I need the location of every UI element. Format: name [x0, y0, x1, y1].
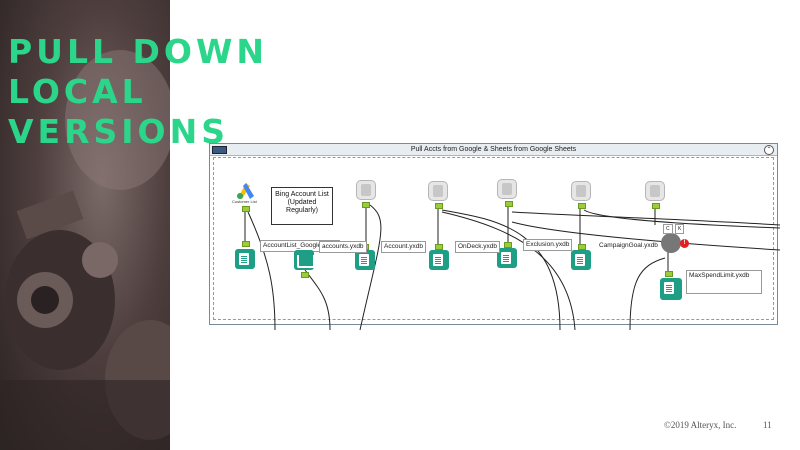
slide-title: PULL DOWN LOCAL VERSIONS	[8, 32, 268, 152]
output-data-icon[interactable]	[660, 278, 682, 300]
input-data-icon[interactable]	[428, 181, 448, 201]
input-data-icon[interactable]	[645, 181, 665, 201]
output-anchor[interactable]	[652, 203, 660, 209]
output-label: Account.yxdb	[381, 241, 427, 253]
input-data-icon[interactable]	[356, 180, 376, 200]
output-label: OnDeck.yxdb	[455, 241, 501, 253]
tool-marker-k: K	[675, 224, 685, 234]
input-data-icon[interactable]	[497, 179, 517, 199]
output-data-icon[interactable]	[571, 250, 591, 270]
output-anchor[interactable]	[435, 203, 443, 209]
comment-tool[interactable]: Bing Account List (Updated Regularly)	[271, 187, 333, 225]
output-anchor[interactable]	[362, 202, 370, 208]
collapse-icon[interactable]: ⌃	[764, 145, 774, 155]
browse-tool-icon[interactable]	[294, 250, 315, 270]
google-ads-icon[interactable]	[235, 180, 257, 200]
output-anchor[interactable]	[505, 201, 513, 207]
input-data-icon[interactable]	[571, 181, 591, 201]
title-line: LOCAL	[8, 72, 147, 111]
background-photo	[0, 0, 170, 450]
output-label: MaxSpendLimit.yxdb	[686, 270, 762, 294]
input-anchor[interactable]	[578, 244, 586, 250]
tool-marker-c: C	[663, 224, 673, 234]
container-title-bar[interactable]: Pull Accts from Google & Sheets from Goo…	[210, 144, 777, 156]
output-label: Exclusion.yxdb	[523, 239, 573, 251]
google-sheets-output-icon[interactable]	[661, 233, 681, 253]
workflow-container[interactable]: Pull Accts from Google & Sheets from Goo…	[209, 143, 778, 325]
output-anchor[interactable]	[301, 272, 309, 278]
input-anchor[interactable]	[435, 244, 443, 250]
page-number: 11	[763, 420, 772, 430]
container-icon	[212, 146, 227, 154]
output-data-icon[interactable]	[497, 248, 517, 268]
output-label: CampaignGoal.yxdb	[599, 242, 658, 249]
output-anchor[interactable]	[242, 206, 250, 212]
output-label: accounts.yxdb	[319, 241, 367, 253]
title-line: PULL DOWN	[8, 32, 268, 71]
output-data-icon[interactable]	[429, 250, 449, 270]
google-ads-caption: Customer List	[232, 199, 257, 204]
error-badge: !	[680, 239, 689, 248]
input-anchor[interactable]	[242, 241, 250, 247]
output-anchor[interactable]	[578, 203, 586, 209]
engine-mechanic-image	[0, 50, 170, 450]
workflow-canvas[interactable]	[213, 157, 774, 320]
input-anchor[interactable]	[504, 242, 512, 248]
output-data-icon[interactable]	[235, 249, 255, 269]
input-anchor[interactable]	[665, 271, 673, 277]
output-data-icon[interactable]	[355, 250, 375, 270]
container-title: Pull Accts from Google & Sheets from Goo…	[410, 146, 577, 153]
title-line: VERSIONS	[8, 112, 229, 151]
copyright-text: ©2019 Alteryx, Inc.	[664, 420, 737, 430]
